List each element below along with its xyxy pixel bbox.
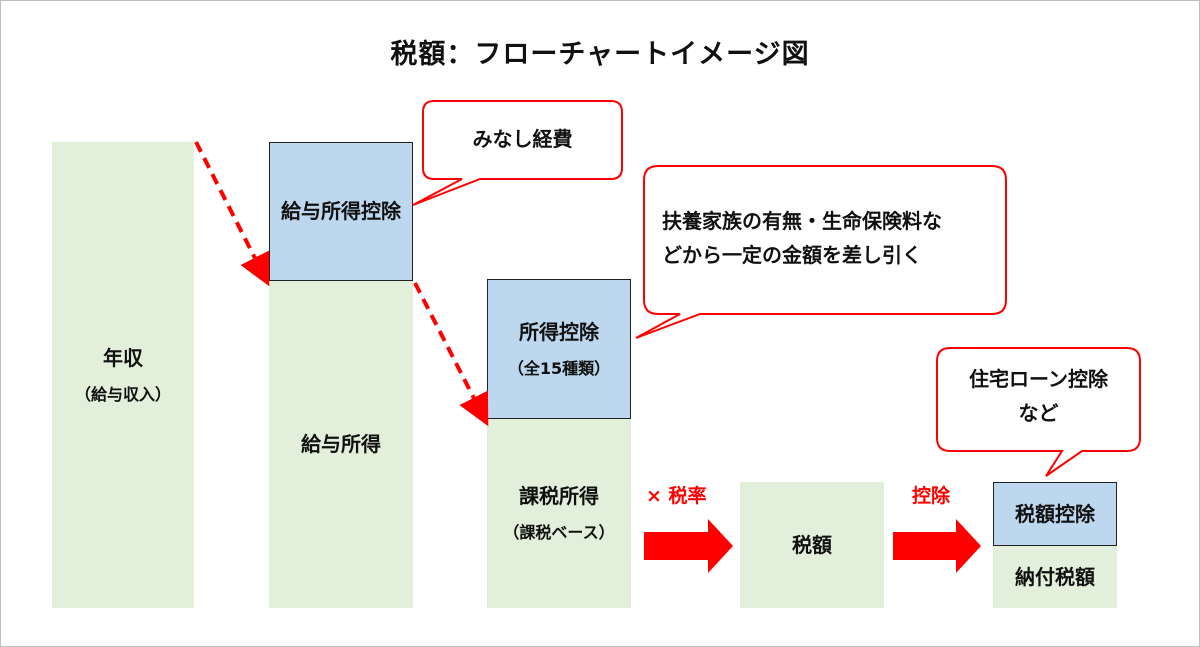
deduction-note-line-2: どから一定の金額を差し引く (662, 243, 922, 267)
tax-credit-label: 税額控除 (1015, 501, 1095, 526)
annual-income-sub-label: （給与収入） (74, 384, 171, 404)
tax-credit-box: 税額控除 (993, 482, 1117, 546)
taxable-income-label: 課税所得 (519, 484, 599, 508)
housing-loan-line-1: 住宅ローン控除 (969, 367, 1108, 391)
tax-payable-box: 納付税額 (993, 546, 1117, 608)
diagram-title: 税額：フローチャートイメージ図 (390, 39, 810, 70)
callout-housing-loan-text: 住宅ローン控除 など (937, 362, 1140, 430)
callout-deemed-expense-text: みなし経費 (423, 122, 622, 156)
block-arrow-to-tax-amount (644, 519, 733, 573)
multiply-tax-rate-label: × 税率 (646, 485, 707, 507)
income-deduction-sub-label: （全15種類） (507, 358, 611, 378)
taxable-income-box: 課税所得 （課税ベース） (487, 419, 631, 608)
block-arrow-to-tax-payable (893, 519, 981, 573)
annual-income-label: 年収 (103, 345, 143, 370)
callout-bubble-deduction-note (635, 165, 1007, 339)
income-deduction-box: 所得控除 （全15種類） (487, 279, 631, 419)
salary-deduction-label: 給与所得控除 (281, 199, 401, 223)
callout-bubble-housing-loan (936, 347, 1141, 477)
annual-income-box: 年収 （給与収入） (52, 142, 194, 608)
tax-payable-label: 納付税額 (1015, 564, 1095, 589)
deemed-expense-text: みなし経費 (472, 127, 573, 151)
deduct-label: 控除 (912, 485, 951, 507)
callout-bubble-deemed-expense (412, 100, 623, 206)
deduction-note-line-1: 扶養家族の有無・生命保険料な (662, 209, 942, 233)
housing-loan-line-2: など (1018, 401, 1059, 425)
callout-deduction-note-text: 扶養家族の有無・生命保険料な どから一定の金額を差し引く (644, 204, 1006, 272)
dashed-arrow-to-taxable-income (413, 282, 489, 427)
tax-amount-box: 税額 (740, 482, 884, 608)
dashed-arrow-to-salary-income (194, 141, 270, 287)
salary-income-box: 給与所得 (269, 281, 413, 608)
tax-amount-label: 税額 (792, 532, 832, 557)
salary-deduction-box: 給与所得控除 (269, 142, 413, 281)
taxable-income-sub-label: （課税ベース） (503, 523, 615, 542)
salary-income-label: 給与所得 (301, 432, 381, 456)
income-deduction-label: 所得控除 (519, 319, 599, 344)
